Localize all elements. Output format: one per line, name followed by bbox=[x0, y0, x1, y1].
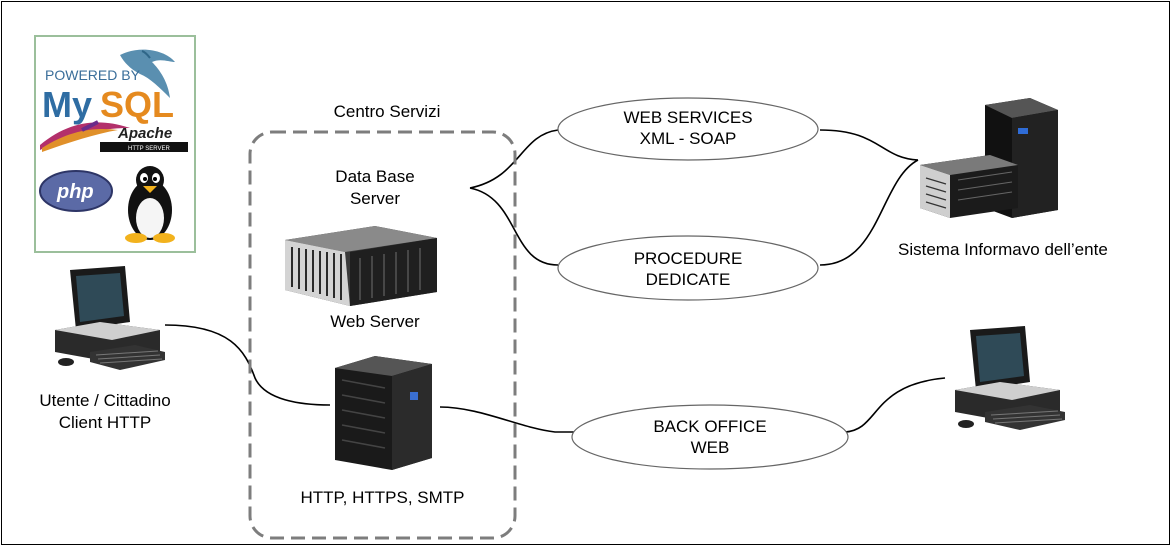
php-logo-icon: php bbox=[39, 170, 113, 212]
protocols-label: HTTP, HTTPS, SMTP bbox=[300, 488, 465, 507]
client-line2: Client HTTP bbox=[58, 413, 152, 432]
web-services-ellipse bbox=[557, 97, 819, 161]
apache-feather-icon bbox=[40, 120, 130, 152]
svg-text:php: php bbox=[56, 181, 94, 203]
apache-sub-text: HTTP SERVER bbox=[128, 146, 170, 152]
procedure-to-sistema-line bbox=[819, 159, 919, 266]
logo-panel: POWERED BY My SQL Apache HTTP SERVER php bbox=[34, 35, 196, 253]
back-office-label: BACK OFFICE WEB bbox=[600, 416, 820, 458]
centro-servizi-box bbox=[248, 130, 517, 540]
web-services-line1: WEB SERVICES bbox=[623, 108, 753, 127]
web-services-label: WEB SERVICES XML - SOAP bbox=[578, 107, 798, 149]
sistema-label: Sistema Informavo dell’ente bbox=[898, 240, 1108, 259]
db-to-procedure-line bbox=[469, 187, 559, 266]
webservices-to-sistema-line bbox=[819, 129, 919, 161]
blade-server-icon bbox=[285, 226, 437, 306]
db-server-line2: Server bbox=[349, 189, 401, 208]
procedure-line1: PROCEDURE bbox=[633, 249, 743, 268]
client-label: Utente / Cittadino Client HTTP bbox=[10, 390, 200, 434]
back-office-line2: WEB bbox=[690, 438, 730, 457]
back-office-line1: BACK OFFICE bbox=[653, 417, 767, 436]
mainframe-server-icon bbox=[920, 98, 1058, 218]
mysql-sql-text: SQL bbox=[100, 84, 174, 125]
procedure-label: PROCEDURE DEDICATE bbox=[578, 248, 798, 290]
client-to-server-line bbox=[164, 324, 331, 406]
client-line1: Utente / Cittadino bbox=[39, 391, 171, 410]
connectors bbox=[164, 129, 946, 433]
mysql-text: My bbox=[42, 84, 92, 125]
desktop-computer-icon bbox=[955, 326, 1065, 430]
desktop-computer-icon bbox=[55, 266, 165, 370]
tux-penguin-icon bbox=[125, 166, 175, 243]
db-server-line1: Data Base bbox=[335, 167, 415, 186]
web-services-line2: XML - SOAP bbox=[639, 129, 737, 148]
server-to-backoffice-line bbox=[439, 406, 575, 433]
db-server-label: Data Base Server bbox=[300, 166, 450, 210]
procedure-line2: DEDICATE bbox=[645, 270, 731, 289]
web-server-label: Web Server bbox=[330, 312, 420, 331]
apache-text: Apache bbox=[117, 125, 172, 142]
db-to-webservices-line bbox=[469, 129, 559, 189]
procedure-ellipse bbox=[557, 235, 819, 301]
mysql-dolphin-icon bbox=[120, 49, 175, 98]
centro-servizi-title: Centro Servizi bbox=[333, 102, 441, 121]
backoffice-to-pc-line bbox=[844, 377, 946, 433]
back-office-ellipse bbox=[571, 404, 849, 470]
powered-by-text: POWERED BY bbox=[45, 67, 141, 83]
rack-server-icon bbox=[335, 356, 432, 470]
